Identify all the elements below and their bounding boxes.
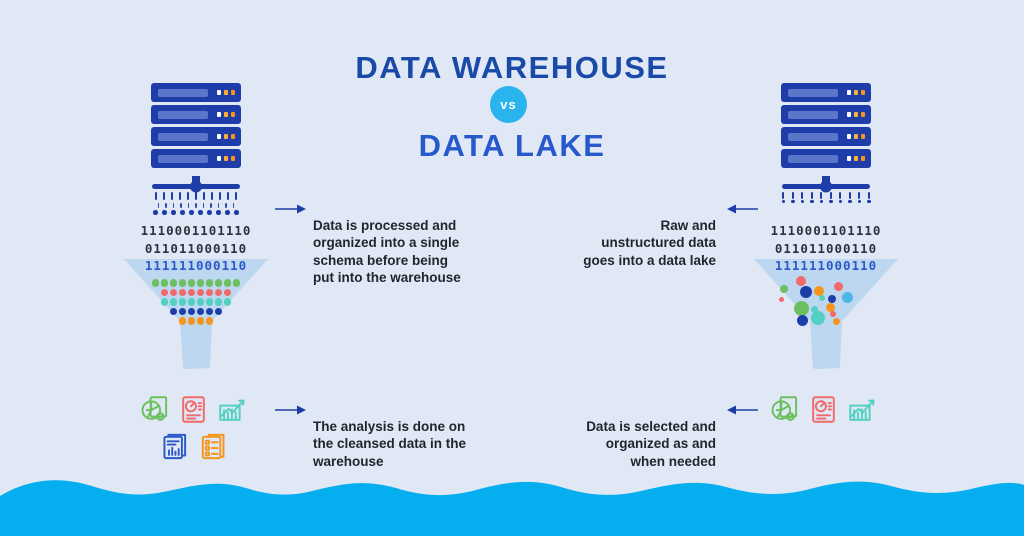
data-bubble (841, 291, 853, 303)
arrow-left-icon (727, 405, 758, 415)
server-unit (151, 127, 241, 146)
pie-chart-document-icon (769, 394, 800, 425)
title-data-lake: DATA LAKE (418, 128, 606, 163)
data-bubble (832, 317, 840, 325)
data-bubble (819, 295, 825, 301)
funnel-lake (751, 259, 901, 371)
data-stream-ticks-small (151, 203, 241, 208)
note-lake-analysis: Data is selected and organized as and wh… (586, 418, 716, 469)
sorted-dot-row (121, 298, 271, 306)
data-bubble (793, 300, 809, 316)
data-bubble (814, 286, 824, 296)
data-bubble (796, 276, 806, 286)
water-wave (0, 480, 1024, 536)
server-connector-icon (782, 176, 870, 193)
sorted-dot-row (121, 317, 271, 325)
data-bubble (833, 281, 843, 291)
arrow-left-icon (727, 204, 758, 214)
binary-line: 011011000110 (144, 240, 248, 256)
pie-chart-document-icon (139, 394, 170, 425)
analysis-icons-left-row1 (133, 394, 253, 425)
binary-line: 111111000110 (144, 258, 248, 273)
data-bubble (778, 296, 784, 302)
server-unit (781, 83, 871, 102)
data-bubble (828, 295, 836, 303)
title-data-warehouse: DATA WAREHOUSE (355, 50, 669, 85)
trend-chart-icon (847, 394, 878, 425)
gauge-report-icon (808, 394, 839, 425)
server-unit (151, 83, 241, 102)
checklist-icon (197, 431, 228, 462)
trend-chart-icon (217, 394, 248, 425)
binary-line: 1110001101110 (770, 223, 882, 238)
funnel-shape (754, 259, 898, 369)
sorted-dot-row (121, 307, 271, 315)
funnel-shape (124, 259, 268, 369)
documents-stack-icon (158, 431, 189, 462)
sorted-dot-row (121, 288, 271, 296)
data-bubble (780, 285, 788, 293)
arrow-right-icon (275, 204, 306, 214)
server-unit (151, 105, 241, 124)
data-drop-pins (781, 192, 871, 203)
server-unit (781, 149, 871, 168)
funnel-warehouse (121, 259, 271, 371)
data-bubble (810, 305, 818, 313)
server-unit (781, 127, 871, 146)
data-bubble (825, 302, 835, 312)
binary-line: 011011000110 (774, 240, 878, 256)
data-stream-dots (151, 210, 241, 215)
data-bubble (800, 286, 812, 298)
vs-badge: vs (490, 86, 527, 123)
analysis-icons-left-row2 (133, 431, 253, 462)
server-unit (151, 149, 241, 168)
data-stream-ticks (151, 192, 241, 200)
note-warehouse-ingest: Data is processed and organized into a s… (313, 217, 461, 286)
data-bubble (830, 311, 836, 317)
server-icon-warehouse (151, 83, 241, 171)
gauge-report-icon (178, 394, 209, 425)
server-connector-icon (152, 176, 240, 193)
analysis-icons-right-row1 (763, 394, 883, 425)
vs-label: vs (500, 97, 517, 112)
arrow-right-icon (275, 405, 306, 415)
binary-data-left: 1110001101110 011011000110 111111000110 (121, 222, 271, 275)
data-bubble (796, 314, 808, 326)
note-warehouse-analysis: The analysis is done on the cleansed dat… (313, 418, 467, 469)
server-icon-lake (781, 83, 871, 171)
sorted-dot-row (121, 279, 271, 287)
note-lake-ingest: Raw and unstructured data goes into a da… (583, 217, 716, 268)
binary-line: 111111000110 (774, 258, 878, 273)
data-bubble (811, 311, 825, 325)
binary-data-right: 1110001101110 011011000110 111111000110 (751, 222, 901, 275)
binary-line: 1110001101110 (140, 223, 252, 238)
server-unit (781, 105, 871, 124)
